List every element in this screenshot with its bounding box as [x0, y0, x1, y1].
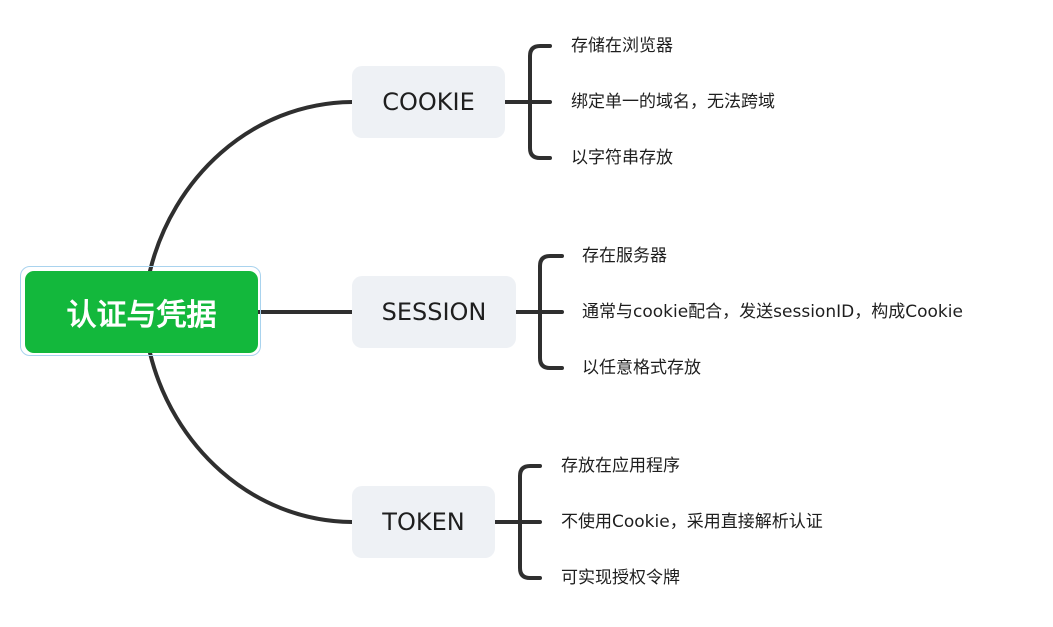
- topic-session-label: SESSION: [381, 298, 487, 326]
- leaf-session-3[interactable]: 以任意格式存放: [582, 358, 701, 378]
- root-node[interactable]: 认证与凭据: [25, 271, 258, 353]
- edge-root-token: [148, 351, 354, 524]
- edge-root-cookie: [148, 100, 354, 273]
- root-node-outline: [20, 266, 261, 356]
- root-node-label: 认证与凭据: [66, 298, 217, 333]
- leaf-token-3[interactable]: 可实现授权令牌: [561, 568, 680, 588]
- bracket-session: [514, 254, 564, 370]
- topic-cookie-label: COOKIE: [382, 88, 475, 116]
- topic-session[interactable]: SESSION: [352, 276, 516, 348]
- leaf-cookie-2[interactable]: 绑定单一的域名，无法跨域: [571, 92, 775, 112]
- bracket-cookie: [503, 44, 552, 160]
- leaf-session-1[interactable]: 存在服务器: [582, 246, 667, 266]
- topic-cookie[interactable]: COOKIE: [352, 66, 505, 138]
- leaf-session-2[interactable]: 通常与cookie配合，发送sessionID，构成Cookie: [582, 302, 963, 322]
- leaf-token-1[interactable]: 存放在应用程序: [561, 456, 680, 476]
- bracket-token: [493, 464, 542, 580]
- topic-token-label: TOKEN: [382, 508, 465, 536]
- leaf-token-2[interactable]: 不使用Cookie，采用直接解析认证: [561, 512, 823, 532]
- leaf-cookie-3[interactable]: 以字符串存放: [571, 148, 673, 168]
- leaf-cookie-1[interactable]: 存储在浏览器: [571, 36, 673, 56]
- topic-token[interactable]: TOKEN: [352, 486, 495, 558]
